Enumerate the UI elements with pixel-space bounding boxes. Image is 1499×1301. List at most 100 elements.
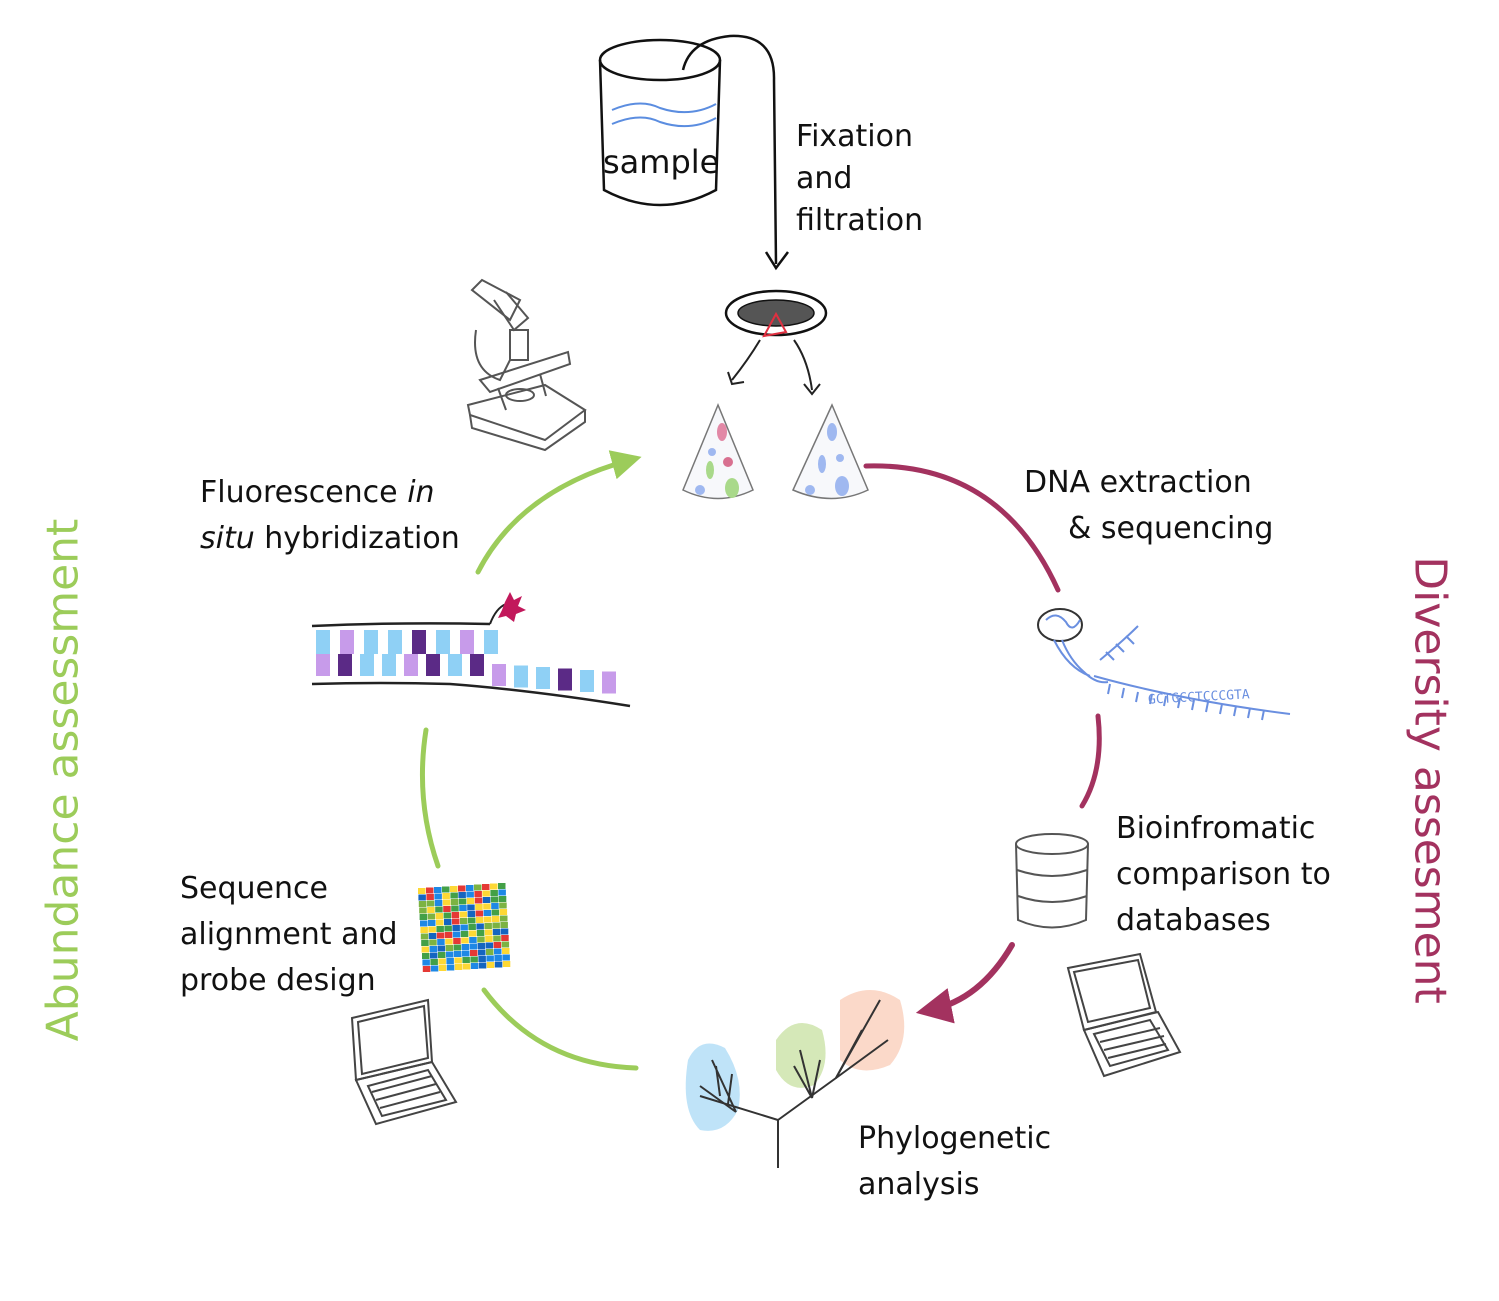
alignment-cell — [494, 961, 503, 968]
alignment-to-phylogeny-arrow — [481, 987, 639, 1071]
sequence-alignment-label: Sequence alignment and probe design — [180, 866, 398, 1004]
bioinformatic-label: Bioinfromatic comparison to databases — [1116, 806, 1331, 944]
alignment-cell — [492, 922, 500, 929]
alignment-cell — [452, 931, 461, 938]
target-base — [316, 654, 330, 676]
alignment-cell — [460, 918, 468, 924]
alignment-cell — [462, 963, 471, 970]
fixation-line-1: Fixation — [796, 119, 914, 154]
fish-line-1-plain: Fluorescence — [200, 475, 408, 510]
alignment-cell — [458, 892, 466, 898]
alignment-cell — [453, 938, 461, 944]
alignment-cell — [434, 900, 443, 906]
alignment-cell — [486, 949, 494, 955]
dna-line-1: DNA extraction — [1024, 465, 1252, 500]
alignment-cell — [477, 936, 485, 943]
sequence-line-2: alignment and — [180, 917, 398, 952]
alignment-cell — [438, 965, 447, 971]
alignment-cell — [435, 906, 443, 913]
alignment-cell — [500, 915, 508, 922]
alignment-cell — [454, 964, 463, 970]
alignment-cell — [484, 916, 492, 923]
fish-line-2-plain: hybridization — [254, 521, 460, 556]
phylogenetic-line-1: Phylogenetic — [858, 1121, 1052, 1156]
bioinformatic-line-3: databases — [1116, 903, 1271, 938]
alignment-cell — [494, 948, 502, 955]
target-base — [426, 654, 440, 676]
alignment-cell — [444, 925, 452, 932]
alignment-cell — [434, 893, 442, 900]
alignment-cell — [500, 928, 509, 935]
alignment-cell — [501, 935, 509, 941]
target-base — [602, 671, 616, 694]
alignment-cell — [466, 891, 474, 898]
alignment-cell — [483, 903, 491, 910]
alignment-cell — [498, 883, 506, 889]
target-base — [558, 668, 572, 691]
target-base — [492, 664, 506, 686]
alignment-cell — [442, 886, 450, 893]
probe-base — [436, 630, 450, 654]
alignment-cell — [428, 926, 436, 933]
alignment-cell — [474, 891, 482, 897]
alignment-cell — [422, 953, 430, 959]
alignment-cell — [482, 890, 490, 897]
alignment-cell — [468, 930, 477, 937]
alignment-cell — [499, 909, 508, 915]
alignment-cell — [445, 938, 453, 945]
alignment-cell — [498, 896, 507, 902]
alignment-cell — [446, 958, 454, 964]
alignment-cell — [446, 951, 454, 958]
alignment-cell — [418, 901, 427, 907]
alignment-cell — [426, 894, 434, 900]
alignment-cell — [452, 918, 460, 925]
alignment-cell — [502, 948, 510, 954]
alignment-cell — [454, 957, 462, 964]
alignment-cell — [450, 886, 458, 892]
alignment-cell — [450, 899, 459, 905]
sample-beaker-icon — [598, 34, 789, 271]
alignment-cell — [426, 900, 435, 907]
alignment-cell — [493, 935, 501, 942]
alignment-cell — [462, 950, 470, 957]
alignment-cell — [426, 887, 434, 894]
alignment-cell — [458, 898, 467, 905]
alignment-cell — [491, 903, 499, 909]
alignment-cell — [419, 914, 428, 920]
target-base — [580, 670, 594, 692]
phylogenetic-tree-icon — [685, 990, 905, 1168]
target-base — [470, 654, 484, 676]
alignment-cell — [451, 912, 460, 918]
abundance-assessment-title: Abundance assessment — [37, 518, 89, 1042]
alignment-cell — [460, 931, 469, 937]
alignment-cell — [421, 940, 429, 946]
alignment-cell — [474, 897, 483, 904]
probe-base — [340, 630, 354, 654]
alignment-cell — [438, 958, 446, 965]
alignment-cell — [476, 930, 485, 936]
phylogenetic-line-2: analysis — [858, 1167, 980, 1202]
fixation-filtration-label: Fixation and filtration — [796, 114, 923, 244]
alignment-cell — [493, 942, 502, 948]
alignment-cell — [482, 897, 491, 903]
alignment-cell — [486, 955, 494, 962]
alignment-cell — [419, 907, 427, 914]
alignment-cell — [442, 893, 450, 899]
alignment-cell — [427, 913, 436, 920]
alignment-cell — [445, 945, 454, 951]
alignment-cell — [494, 955, 502, 961]
alignment-cell — [478, 962, 487, 969]
alignment-cell — [485, 942, 494, 949]
probe-base — [364, 630, 378, 654]
probe-design-arrow — [419, 727, 441, 869]
alignment-matrix-icon — [418, 883, 511, 972]
sequence-line-1: Sequence — [180, 871, 328, 906]
alignment-cell — [442, 899, 451, 906]
alignment-cell — [443, 906, 451, 912]
fish-probe-icon — [311, 592, 631, 708]
alignment-cell — [499, 902, 507, 909]
target-base — [448, 654, 462, 676]
alignment-cell — [490, 890, 498, 896]
alignment-cell — [490, 896, 499, 903]
